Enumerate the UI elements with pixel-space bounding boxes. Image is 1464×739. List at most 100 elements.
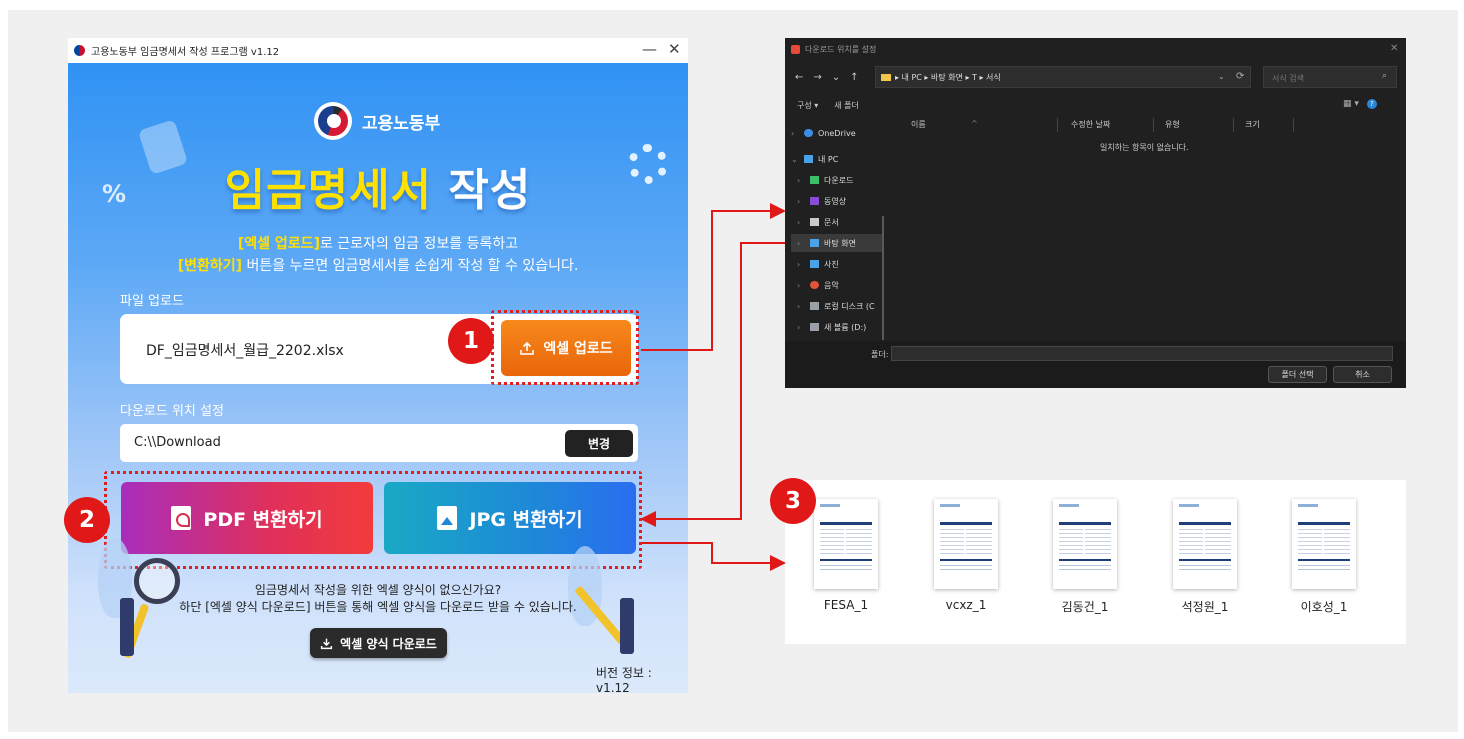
excel-form-download-button[interactable]: 엑셀 양식 다운로드 xyxy=(310,628,447,658)
excel-upload-button[interactable]: 엑셀 업로드 xyxy=(501,320,631,376)
empty-message: 일치하는 항목이 없습니다. xyxy=(1100,143,1189,152)
cancel-button[interactable]: 취소 xyxy=(1333,366,1392,383)
chevron-right-icon: › xyxy=(791,128,795,138)
folder-input[interactable] xyxy=(891,346,1393,361)
sidebar-item-onedrive[interactable]: ›OneDrive xyxy=(791,124,883,142)
breadcrumb: ▸ 내 PC ▸ 바탕 화면 ▸ T ▸ 서식 xyxy=(895,72,1001,82)
close-button[interactable]: ✕ xyxy=(668,40,681,58)
chevron-down-icon[interactable]: ⌄ xyxy=(1218,72,1225,81)
organize-menu[interactable]: 구성 ▾ xyxy=(797,101,819,110)
picture-icon xyxy=(810,260,819,268)
sidebar-item-label: 다운로드 xyxy=(824,175,854,185)
column-name[interactable]: 이름 xyxy=(911,120,926,129)
window-title: 고용노동부 임금명세서 작성 프로그램 v1.12 xyxy=(91,47,280,58)
download-location-label: 다운로드 위치 설정 xyxy=(120,404,224,419)
drive-icon xyxy=(810,302,819,310)
sidebar-item-label: 바탕 화면 xyxy=(824,238,856,248)
column-divider xyxy=(1153,118,1154,132)
file-thumbnail[interactable] xyxy=(934,499,998,589)
ministry-brand: 고용노동부 xyxy=(314,102,440,140)
sidebar-item-documents[interactable]: ›문서 xyxy=(791,213,883,231)
file-thumbnail[interactable] xyxy=(1053,499,1117,589)
sidebar-item-desktop[interactable]: › 바탕 화면 xyxy=(791,234,883,252)
sidebar-item-pictures[interactable]: ›사진 xyxy=(791,255,883,273)
recent-dropdown-icon[interactable]: ⌄ xyxy=(831,71,841,83)
column-divider xyxy=(1233,118,1234,132)
percent-icon: % xyxy=(102,180,127,208)
download-icon xyxy=(321,638,333,649)
folder-label: 폴더: xyxy=(871,350,889,359)
computer-icon xyxy=(804,155,813,163)
sidebar-item-music[interactable]: ›음악 xyxy=(791,276,883,294)
dialog-close-button[interactable]: ✕ xyxy=(1390,43,1399,54)
image-file-icon xyxy=(437,506,458,530)
cloud-icon xyxy=(804,129,813,137)
chevron-right-icon: › xyxy=(797,280,801,290)
desc-highlight-convert: [변환하기] xyxy=(177,258,243,274)
column-modified[interactable]: 수정한 날짜 xyxy=(1071,120,1111,129)
change-location-button[interactable]: 변경 xyxy=(565,430,633,457)
column-divider xyxy=(1057,118,1058,132)
title-highlight: 임금명세서 xyxy=(224,165,433,216)
minimize-button[interactable]: — xyxy=(642,40,657,58)
sidebar-item-label: 사진 xyxy=(824,259,839,269)
sidebar-item-new-volume[interactable]: › 새 볼륨 (D:) xyxy=(791,318,883,336)
ministry-emblem-icon xyxy=(314,102,352,140)
file-name: 김동건_1 xyxy=(1061,600,1109,614)
document-icon xyxy=(810,218,819,226)
search-icon: ⌕ xyxy=(1382,71,1388,81)
dialog-title-bar: 다운로드 위치를 설정 ✕ xyxy=(785,38,1406,60)
chevron-right-icon: › xyxy=(797,175,801,185)
gear-icon xyxy=(628,144,668,184)
folder-select-dialog: 다운로드 위치를 설정 ✕ ← → ⌄ ↑ ▸ 내 PC ▸ 바탕 화면 ▸ T… xyxy=(785,38,1406,388)
jpg-convert-button[interactable]: JPG 변환하기 xyxy=(384,482,636,554)
uploaded-filename: DF_임금명세서_월급_2202.xlsx xyxy=(146,343,344,359)
up-icon[interactable]: ↑ xyxy=(850,71,859,83)
dialog-footer: 폴더: 폴더 선택 취소 xyxy=(785,341,1406,388)
view-options-icon[interactable]: ▦ ▾ xyxy=(1343,99,1359,109)
file-list-header: 이름 ^ 수정한 날짜 유형 크기 xyxy=(895,118,1405,132)
back-icon[interactable]: ← xyxy=(795,71,804,83)
refresh-icon[interactable]: ⟳ xyxy=(1236,71,1245,82)
person-illustration xyxy=(620,598,634,654)
sidebar-scrollbar[interactable] xyxy=(882,216,884,340)
help-text-1: 임금명세서 작성을 위한 엑셀 양식이 없으신가요? xyxy=(254,583,502,597)
magnifier-illustration xyxy=(134,558,180,604)
select-folder-button[interactable]: 폴더 선택 xyxy=(1268,366,1327,383)
download-path: C:\\Download xyxy=(134,435,221,450)
chevron-right-icon: › xyxy=(797,238,801,248)
sidebar-item-downloads[interactable]: › 다운로드 xyxy=(791,171,883,189)
description-line-2: [변환하기] 버튼을 누르면 임금명세서를 손쉽게 작성 할 수 있습니다. xyxy=(68,255,688,275)
dialog-app-icon xyxy=(791,44,800,54)
folder-icon xyxy=(881,73,891,81)
excel-upload-label: 엑셀 업로드 xyxy=(543,341,613,357)
brand-name: 고용노동부 xyxy=(362,113,441,134)
download-icon xyxy=(810,176,819,184)
file-thumbnail[interactable] xyxy=(1173,499,1237,589)
description-line-1: [엑셀 업로드]로 근로자의 임금 정보를 등록하고 xyxy=(68,233,688,253)
sidebar-item-label: 새 볼륨 (D:) xyxy=(824,322,867,332)
forward-icon[interactable]: → xyxy=(813,71,822,83)
help-icon[interactable]: ? xyxy=(1366,99,1377,109)
chevron-right-icon: › xyxy=(797,322,801,332)
new-folder-button[interactable]: 새 폴더 xyxy=(834,101,859,110)
step-badge-3: 3 xyxy=(770,478,816,524)
address-bar[interactable]: ▸ 내 PC ▸ 바탕 화면 ▸ T ▸ 서식 ⌄ ⟳ xyxy=(875,66,1251,88)
download-path-field[interactable]: C:\\Download xyxy=(120,424,638,462)
file-name: vcxz_1 xyxy=(945,598,987,612)
chevron-right-icon: › xyxy=(797,217,801,227)
chevron-right-icon: › xyxy=(797,301,801,311)
search-placeholder: 서식 검색 xyxy=(1272,74,1304,83)
file-thumbnail[interactable] xyxy=(814,499,878,589)
sidebar-item-this-pc[interactable]: ⌄내 PC xyxy=(791,150,883,168)
pdf-convert-button[interactable]: PDF 변환하기 xyxy=(121,482,373,554)
file-thumbnail[interactable] xyxy=(1292,499,1356,589)
sidebar-item-videos[interactable]: ›동영상 xyxy=(791,192,883,210)
column-divider xyxy=(1293,118,1294,132)
search-input[interactable]: 서식 검색 ⌕ xyxy=(1263,66,1397,88)
step-badge-1: 1 xyxy=(448,318,494,364)
sidebar-item-local-disk[interactable]: ›로컬 디스크 (C xyxy=(791,297,883,315)
dialog-title: 다운로드 위치를 설정 xyxy=(805,44,877,54)
column-size[interactable]: 크기 xyxy=(1245,120,1260,129)
column-type[interactable]: 유형 xyxy=(1165,120,1180,129)
